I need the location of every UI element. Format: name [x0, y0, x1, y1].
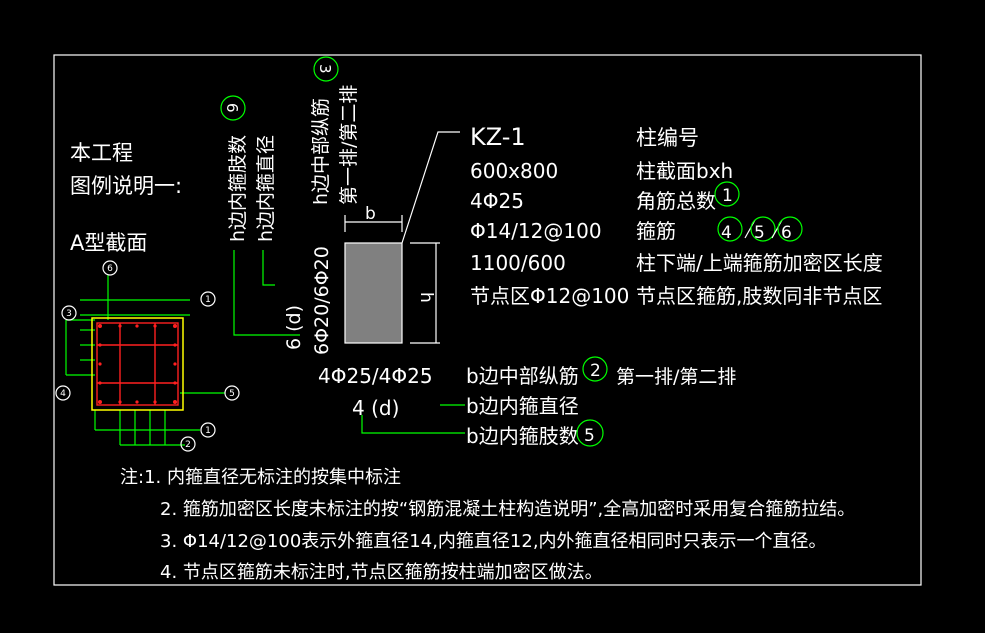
marker-1: 1 — [722, 186, 733, 206]
marker-4: 4 — [721, 223, 732, 243]
h-dim-label: h — [416, 292, 436, 303]
h-side-bars: 6Φ20/6Φ20 — [311, 246, 333, 355]
section-type-label: A型截面 — [70, 231, 147, 255]
legend-value-2: Φ14/12@100 — [470, 219, 602, 243]
marker-2-circle — [582, 356, 608, 382]
code-leader — [401, 131, 460, 244]
leader-b-inner-legs — [361, 415, 465, 434]
mini-marker-1: 1 — [205, 295, 211, 305]
legend-desc-1: 角筋总数 — [636, 189, 716, 213]
marker-6: 6 — [223, 103, 241, 113]
h-inner-dia-label: h边内箍直径 — [255, 135, 277, 242]
marker-6-circle — [220, 95, 246, 121]
marker-5b: 5 — [754, 223, 765, 243]
column-code: KZ-1 — [470, 123, 526, 151]
b-inner-legs-label: b边内箍肢数 — [466, 424, 579, 448]
marker-6b-circle — [777, 216, 803, 242]
legend-desc-2: 箍筋 — [636, 219, 676, 243]
legend-value-4: 节点区Φ12@100 — [470, 284, 629, 308]
b-inner-dia-label: b边内箍直径 — [466, 394, 579, 418]
column-section: b h — [344, 131, 460, 344]
mini-section-diagram: 6 3 1 4 5 2 1 — [55, 260, 240, 452]
mini-marker-1b: 1 — [205, 426, 211, 436]
drawing-frame — [53, 54, 922, 586]
legend-desc-0: 柱截面bxh — [636, 159, 733, 183]
legend-value-3: 1100/600 — [470, 251, 566, 275]
h-inner-legs-label: h边内箍肢数 — [227, 135, 249, 242]
mini-marker-6: 6 — [107, 264, 113, 274]
marker-1-circle — [714, 181, 740, 207]
leader-h-inner-dia — [262, 250, 275, 286]
legend-desc-4: 节点区箍筋,肢数同非节点区 — [636, 284, 882, 308]
marker-5b-circle — [750, 216, 776, 242]
mini-marker-2: 2 — [185, 440, 191, 450]
note-2: 2. 箍筋加密区长度未标注的按“钢筋混凝土柱构造说明”,全高加密时采用复合箍筋拉… — [160, 499, 855, 520]
h-side-legs: 6 (d) — [283, 305, 305, 350]
intro-line1: 本工程 — [70, 141, 133, 165]
h-mid-bars-label: h边中部纵筋 — [310, 98, 332, 205]
marker-5: 5 — [584, 426, 595, 446]
marker-5-circle — [576, 419, 604, 447]
column-code-desc: 柱编号 — [636, 126, 699, 150]
marker-3: 3 — [316, 64, 334, 74]
b-mid-bars-label: b边中部纵筋 — [466, 364, 579, 388]
note-1: 注:1. 内箍直径无标注的按集中标注 — [120, 467, 401, 488]
marker-6b: 6 — [781, 223, 792, 243]
legend-value-1: 4Φ25 — [470, 189, 524, 213]
h-rows-label: 第一排/第二排 — [338, 85, 360, 205]
b-side-bars: 4Φ25/4Φ25 — [318, 364, 433, 388]
mini-marker-5: 5 — [229, 389, 235, 399]
note-4: 4. 节点区箍筋未标注时,节点区箍筋按柱端加密区做法。 — [160, 562, 603, 583]
section-rect — [344, 242, 403, 344]
marker-3-circle — [313, 56, 339, 82]
mini-marker-3: 3 — [66, 309, 72, 319]
marker-2: 2 — [590, 361, 601, 381]
legend-desc-3: 柱下端/上端箍筋加密区长度 — [636, 251, 883, 275]
b-rows-label: 第一排/第二排 — [616, 366, 736, 388]
legend-value-0: 600x800 — [470, 159, 558, 183]
b-dim-label: b — [365, 204, 376, 224]
b-side-legs: 4 (d) — [352, 396, 399, 420]
note-3: 3. Φ14/12@100表示外箍直径14,内箍直径12,内外箍直径相同时只表示… — [160, 531, 827, 552]
leader-h-inner-legs — [233, 250, 300, 336]
intro-line2: 图例说明一: — [70, 174, 182, 198]
marker-4-circle — [717, 216, 743, 242]
mini-marker-4: 4 — [60, 389, 66, 399]
